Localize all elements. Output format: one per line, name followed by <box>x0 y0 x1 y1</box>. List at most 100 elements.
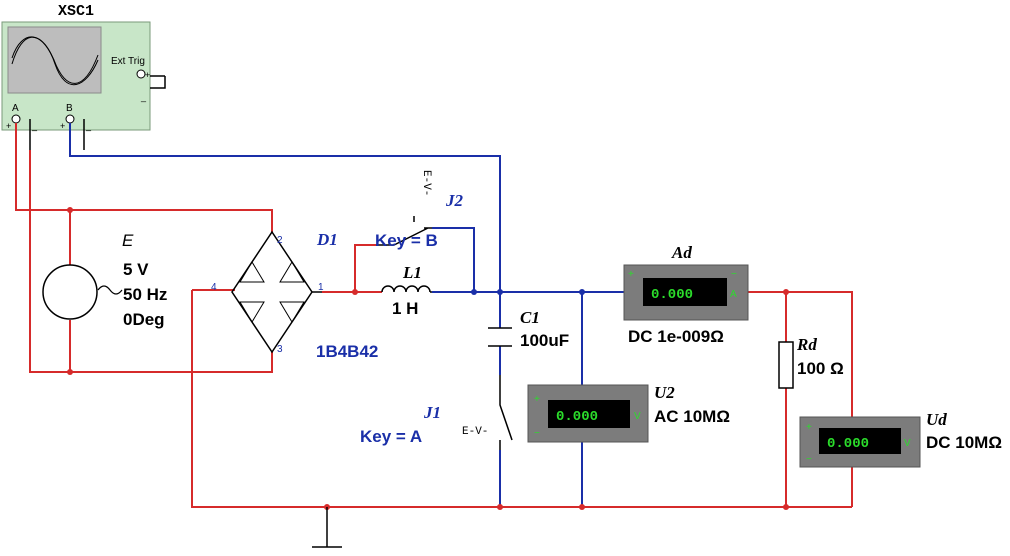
wire-j2-left <box>354 244 376 292</box>
scope-ground-leads <box>29 119 85 150</box>
bridge-pin2: 2 <box>277 235 283 246</box>
capacitor-plates <box>488 327 512 347</box>
bridge-pin1: 1 <box>318 282 324 293</box>
ammeter-display <box>643 278 727 306</box>
voltmeter-u2-unit: V <box>634 411 641 422</box>
wire-b-to-node <box>69 123 501 292</box>
source-ref: E <box>122 231 134 250</box>
bridge-ref: D1 <box>316 230 338 249</box>
diode-icon <box>239 261 265 283</box>
voltmeter-ud[interactable]: 0.000 V + − Ud DC 10MΩ <box>799 410 1002 468</box>
ac-source-e[interactable]: E 5 V 50 Hz 0Deg <box>42 231 167 329</box>
switch-j1-glyph: E-V- <box>462 426 488 438</box>
diode-icon <box>239 301 265 323</box>
channel-a-label: A <box>12 103 19 114</box>
channel-b-terminal[interactable] <box>65 114 75 124</box>
voltmeter-u2[interactable]: 0.000 V + − U2 AC 10MΩ <box>527 383 730 443</box>
ammeter-ref: Ad <box>671 243 692 262</box>
ch-b-minus: _ <box>85 121 92 131</box>
red-wires <box>15 123 853 508</box>
oscilloscope-xsc1[interactable]: XSC1 Ext Trig + _ A B + _ + _ <box>1 3 166 150</box>
inductor-l1[interactable]: L1 1 H <box>381 263 432 318</box>
ch-b-plus: + <box>60 121 65 131</box>
capacitor-ref: C1 <box>520 308 540 327</box>
bridge-rectifier-d1[interactable]: D1 1B4B42 1 2 3 4 <box>211 230 378 361</box>
sine-wave-icon <box>97 285 123 295</box>
bridge-outline <box>231 230 313 354</box>
ammeter-minus: − <box>731 269 737 280</box>
source-phase: 0Deg <box>123 310 165 329</box>
ext-trig-leads <box>150 75 166 89</box>
ground-symbol <box>312 507 342 548</box>
ext-trig-minus: _ <box>140 92 147 102</box>
bridge-pin3: 3 <box>277 344 283 355</box>
switch-j2-contact <box>376 227 432 246</box>
switch-j2-key: Key = B <box>375 231 438 250</box>
switch-j1-key: Key = A <box>360 427 422 446</box>
junction <box>67 369 73 375</box>
junction <box>471 289 477 295</box>
ch-a-plus: + <box>6 121 11 131</box>
voltmeter-u2-reading: 0.000 <box>556 409 598 425</box>
voltmeter-u2-mode: AC 10MΩ <box>654 407 730 426</box>
voltmeter-ud-unit: V <box>904 438 911 449</box>
ch-a-minus: _ <box>31 121 38 131</box>
ammeter-mode: DC 1e-009Ω <box>628 327 724 346</box>
junction <box>497 504 503 510</box>
capacitor-value: 100uF <box>520 331 569 350</box>
wire-ground-bus <box>191 290 852 508</box>
resistor-value: 100 Ω <box>797 359 844 378</box>
scope-waveform-b <box>11 36 99 85</box>
wire-ammeter-out <box>748 291 853 420</box>
voltmeter-ud-mode: DC 10MΩ <box>926 433 1002 452</box>
junction <box>497 289 503 295</box>
junction <box>783 289 789 295</box>
voltmeter-ud-display <box>819 428 901 454</box>
switch-j1-contact <box>499 375 513 450</box>
voltmeter-u2-display <box>548 400 630 428</box>
capacitor-c1[interactable]: C1 100uF <box>488 308 569 350</box>
wire-bridge-bottom <box>29 150 273 373</box>
ext-trig-label: Ext Trig <box>111 56 145 67</box>
scope-label: XSC1 <box>58 3 94 20</box>
voltmeter-u2-minus: − <box>534 428 540 439</box>
inductor-coil <box>381 285 431 293</box>
junction <box>783 504 789 510</box>
switch-j2[interactable]: E-V- J2 Key = B <box>375 170 464 250</box>
junction <box>579 289 585 295</box>
junction <box>67 207 73 213</box>
voltmeter-u2-plus: + <box>534 394 540 405</box>
voltmeter-ud-plus: + <box>806 422 812 433</box>
switch-j1-ref: J1 <box>423 403 441 422</box>
channel-a-terminal[interactable] <box>11 114 21 124</box>
ext-trig-terminal[interactable] <box>136 69 146 79</box>
blue-wires <box>69 123 624 507</box>
bridge-pin4: 4 <box>211 282 217 293</box>
voltmeter-u2-ref: U2 <box>654 383 675 402</box>
wire-a-to-bridge-top <box>15 123 273 232</box>
resistor-rd[interactable]: Rd 100 Ω <box>778 335 844 389</box>
voltmeter-ud-ref: Ud <box>926 410 947 429</box>
switch-j2-glyph: E-V- <box>420 170 432 196</box>
ammeter-plus: + <box>628 269 634 280</box>
resistor-ref: Rd <box>796 335 817 354</box>
voltmeter-ud-reading: 0.000 <box>827 436 869 452</box>
ammeter-unit: A <box>730 289 737 300</box>
source-voltage: 5 V <box>123 260 149 279</box>
inductor-ref: L1 <box>402 263 422 282</box>
junction <box>352 289 358 295</box>
junction <box>579 504 585 510</box>
wire-j2-right <box>432 227 475 292</box>
switch-j1[interactable]: E-V- J1 Key = A <box>360 375 513 450</box>
resistor-body <box>778 341 794 389</box>
diode-icon <box>279 261 305 283</box>
switch-j2-ref: J2 <box>445 191 464 210</box>
ac-source-circle <box>42 264 98 320</box>
voltmeter-ud-minus: − <box>806 454 812 465</box>
ammeter-reading: 0.000 <box>651 287 693 303</box>
ammeter-ad[interactable]: 0.000 A + − Ad DC 1e-009Ω <box>623 243 749 346</box>
inductor-value: 1 H <box>392 299 418 318</box>
bridge-model: 1B4B42 <box>316 342 378 361</box>
channel-b-label: B <box>66 103 73 114</box>
